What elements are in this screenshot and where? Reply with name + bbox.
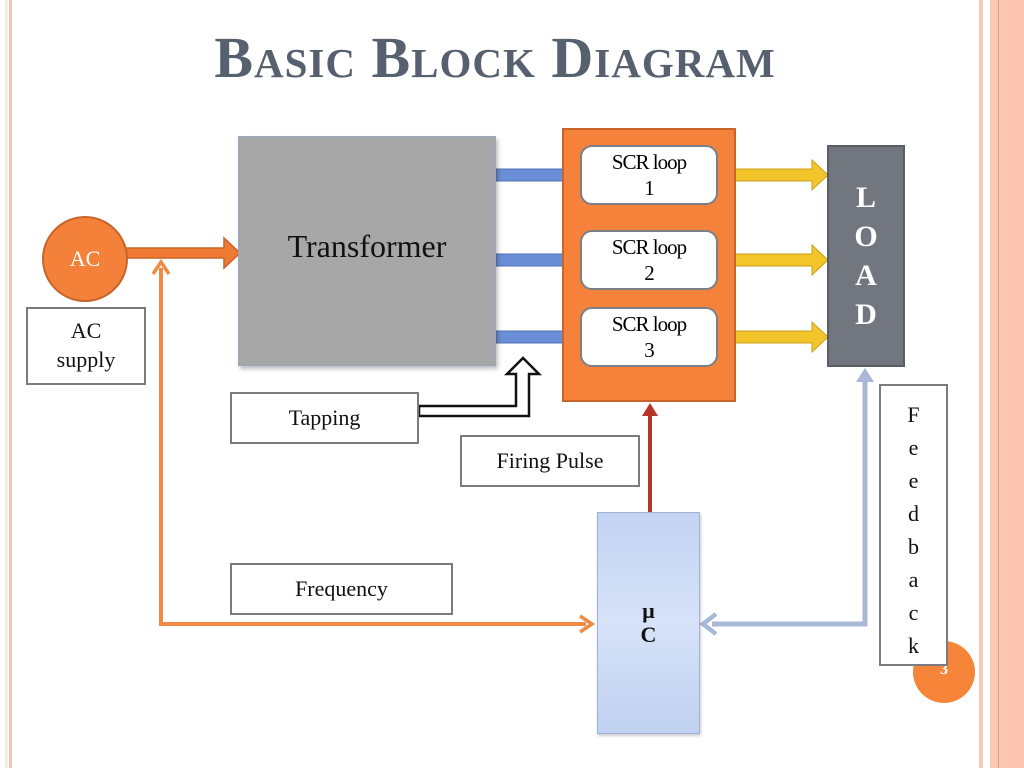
microcontroller-block: µ C	[597, 512, 700, 734]
microcontroller-label-c: C	[640, 622, 657, 647]
scr-loop-1: SCR loop 1	[580, 145, 718, 205]
slide-number: 3	[940, 661, 948, 678]
load-letter: L	[855, 181, 876, 214]
scr-loop-2-title: SCR loop	[611, 234, 687, 259]
ac-supply-label-box: AC supply	[26, 307, 146, 385]
slide-title: Basic Block Diagram	[214, 25, 776, 90]
scr-loop-1-title: SCR loop	[611, 149, 687, 174]
transformer-block: Transformer	[238, 136, 496, 366]
feedback-label-box: F e e d b a c k	[879, 384, 948, 666]
ac-supply-line1: AC	[70, 318, 102, 344]
frequency-label-box: Frequency	[230, 563, 453, 615]
load-letter: O	[854, 220, 878, 253]
feedback-letter: d	[908, 501, 919, 526]
feedback-letter: e	[908, 435, 919, 460]
ac-source-label: AC	[69, 246, 101, 271]
microcontroller-label-mu: µ	[642, 597, 655, 623]
load-letter: D	[855, 298, 877, 331]
ac-to-transformer-arrow	[125, 236, 242, 270]
firing-pulse-arrow	[642, 403, 658, 512]
feedback-letter: a	[908, 567, 919, 592]
firing-pulse-label: Firing Pulse	[496, 447, 604, 473]
feedback-path	[699, 368, 874, 636]
scr-loop-3-number: 3	[644, 338, 655, 362]
transformer-label: Transformer	[287, 227, 447, 264]
feedback-letter: F	[907, 402, 920, 427]
right-border-line	[998, 0, 999, 768]
tapping-label: Tapping	[288, 404, 361, 430]
left-border-stripe	[5, 0, 8, 768]
frequency-label: Frequency	[295, 575, 388, 601]
right-border-band-outer	[1008, 0, 1024, 768]
right-border-stripe-thin	[979, 0, 983, 768]
load-block: L O A D	[827, 145, 905, 367]
tapping-arrow	[417, 356, 543, 418]
scr-loop-3-title: SCR loop	[611, 311, 687, 336]
tapping-label-box: Tapping	[230, 392, 419, 444]
scr-loop-2-number: 2	[644, 261, 655, 285]
scr-loop-1-number: 1	[644, 176, 655, 200]
feedback-letter: c	[908, 600, 919, 625]
scr-loop-2: SCR loop 2	[580, 230, 718, 290]
feedback-letter: b	[908, 534, 919, 559]
firing-pulse-label-box: Firing Pulse	[460, 435, 640, 487]
ac-supply-line2: supply	[56, 347, 116, 372]
feedback-letter: k	[908, 633, 919, 658]
frequency-path	[151, 258, 596, 634]
scr-loop-3: SCR loop 3	[580, 307, 718, 367]
left-border-stripe-accent	[9, 0, 12, 768]
feedback-letter: e	[908, 468, 919, 493]
ac-source-circle: AC	[42, 216, 128, 302]
load-letter: A	[855, 259, 877, 292]
